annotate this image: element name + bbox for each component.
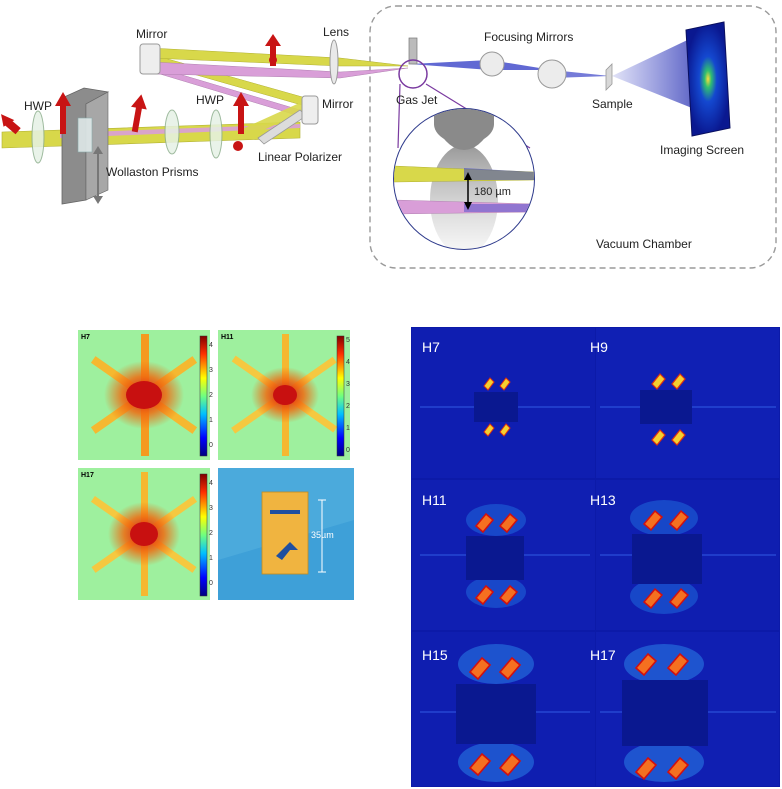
vacuum-chamber-label: Vacuum Chamber bbox=[596, 237, 692, 251]
cbar-tick: 2 bbox=[209, 530, 213, 537]
diffraction-label-h7: H7 bbox=[422, 339, 440, 355]
second-prism bbox=[164, 109, 180, 155]
cbar-tick: 0 bbox=[346, 447, 350, 454]
cbar-tick: 1 bbox=[209, 555, 213, 562]
mirror-left-optic bbox=[139, 43, 161, 75]
cbar-tick: 4 bbox=[209, 342, 213, 349]
wollaston-prism-glass bbox=[77, 117, 93, 153]
focusing-mirror-2 bbox=[537, 59, 567, 89]
gas-jet-label: Gas Jet bbox=[396, 93, 438, 107]
cbar-tick: 2 bbox=[346, 403, 350, 410]
lens-label: Lens bbox=[323, 25, 349, 39]
imaging-screen bbox=[685, 21, 731, 137]
hwp-right-plate bbox=[209, 109, 223, 159]
diffraction-label-h15: H15 bbox=[422, 647, 448, 663]
xuv-beam-to-sample bbox=[552, 70, 610, 78]
gas-jet-nozzle bbox=[408, 37, 418, 65]
diffraction-h7 bbox=[474, 377, 518, 437]
inset-connector-left bbox=[397, 83, 401, 149]
gas-jet-zoom-circle bbox=[398, 59, 428, 89]
cbar-tick: 1 bbox=[346, 425, 350, 432]
heatmap-panel-h17: H17 4 3 2 1 0 bbox=[78, 468, 213, 600]
wollaston-prisms-label: Wollaston Prisms bbox=[106, 165, 198, 179]
beam-return-yellow bbox=[240, 100, 312, 138]
optical-setup: Mirror Lens Focusing Mirrors HWP HWP Mir… bbox=[1, 5, 777, 269]
translation-arrow-head-bottom bbox=[93, 196, 103, 204]
focusing-mirrors-label: Focusing Mirrors bbox=[484, 30, 573, 44]
mirror-right-optic bbox=[301, 95, 319, 125]
heatmap-grid: H7 4 3 2 1 0 H11 5 4 3 2 1 0 bbox=[76, 328, 354, 602]
separation-arrow-top bbox=[464, 172, 472, 180]
heatmap-label-h7: H7 bbox=[81, 334, 90, 341]
diffraction-label-h17: H17 bbox=[590, 647, 616, 663]
heatmap-label-h11: H11 bbox=[221, 334, 234, 341]
cbar-tick: 5 bbox=[346, 337, 350, 344]
imaging-screen-label: Imaging Screen bbox=[660, 143, 744, 157]
colorbar-h7 bbox=[199, 335, 208, 457]
cbar-tick: 1 bbox=[209, 417, 213, 424]
polarization-arrows bbox=[1, 34, 281, 151]
colorbar-h17 bbox=[199, 473, 208, 597]
cbar-tick: 2 bbox=[209, 392, 213, 399]
scale-bar-label: 35µm bbox=[311, 530, 334, 540]
hwp-left-plate bbox=[31, 110, 45, 164]
heatmap-panel-h11: H11 5 4 3 2 1 0 bbox=[218, 330, 350, 460]
linear-polarizer-label: Linear Polarizer bbox=[258, 150, 342, 164]
cbar-tick: 3 bbox=[209, 367, 213, 374]
diffraction-label-h11: H11 bbox=[422, 492, 447, 508]
mirror-right-label: Mirror bbox=[322, 97, 353, 111]
sample-slit bbox=[270, 510, 300, 514]
separation-arrow-bottom bbox=[464, 202, 472, 210]
diffraction-grid: H7 H9 H11 H13 H15 H17 bbox=[411, 327, 780, 787]
sample-holder bbox=[605, 63, 613, 91]
cbar-tick: 4 bbox=[346, 359, 350, 366]
sample-membrane bbox=[261, 491, 309, 575]
mirror-left-label: Mirror bbox=[136, 27, 167, 41]
heatmap-panel-h7: H7 4 3 2 1 0 bbox=[78, 330, 213, 460]
colorbar-h11 bbox=[336, 335, 345, 457]
diffraction-h13 bbox=[630, 500, 702, 614]
hwp-left-label: HWP bbox=[24, 99, 52, 113]
heatmap-label-h17: H17 bbox=[81, 472, 94, 479]
sample-chevron bbox=[276, 542, 298, 560]
diffraction-h15 bbox=[456, 644, 536, 782]
vacuum-chamber-outline bbox=[369, 5, 777, 269]
cbar-tick: 4 bbox=[209, 480, 213, 487]
cbar-tick: 3 bbox=[346, 381, 350, 388]
diffraction-label-h9: H9 bbox=[590, 339, 608, 355]
sample-label: Sample bbox=[592, 97, 633, 111]
diffraction-label-h13: H13 bbox=[590, 492, 616, 508]
hwp-right-label: HWP bbox=[196, 93, 224, 107]
cbar-tick: 3 bbox=[209, 505, 213, 512]
separation-label: 180 µm bbox=[474, 186, 511, 198]
diffraction-h11 bbox=[466, 504, 526, 608]
diffraction-h9 bbox=[640, 373, 692, 446]
translation-arrow-head-top bbox=[93, 146, 103, 154]
cbar-tick: 0 bbox=[209, 580, 213, 587]
diffraction-h17 bbox=[622, 644, 708, 782]
inset-content bbox=[394, 109, 534, 249]
lens-optic bbox=[329, 39, 339, 85]
cbar-tick: 0 bbox=[209, 442, 213, 449]
sample-micrograph: 35µm bbox=[218, 468, 354, 600]
focusing-mirror-1 bbox=[479, 51, 505, 77]
